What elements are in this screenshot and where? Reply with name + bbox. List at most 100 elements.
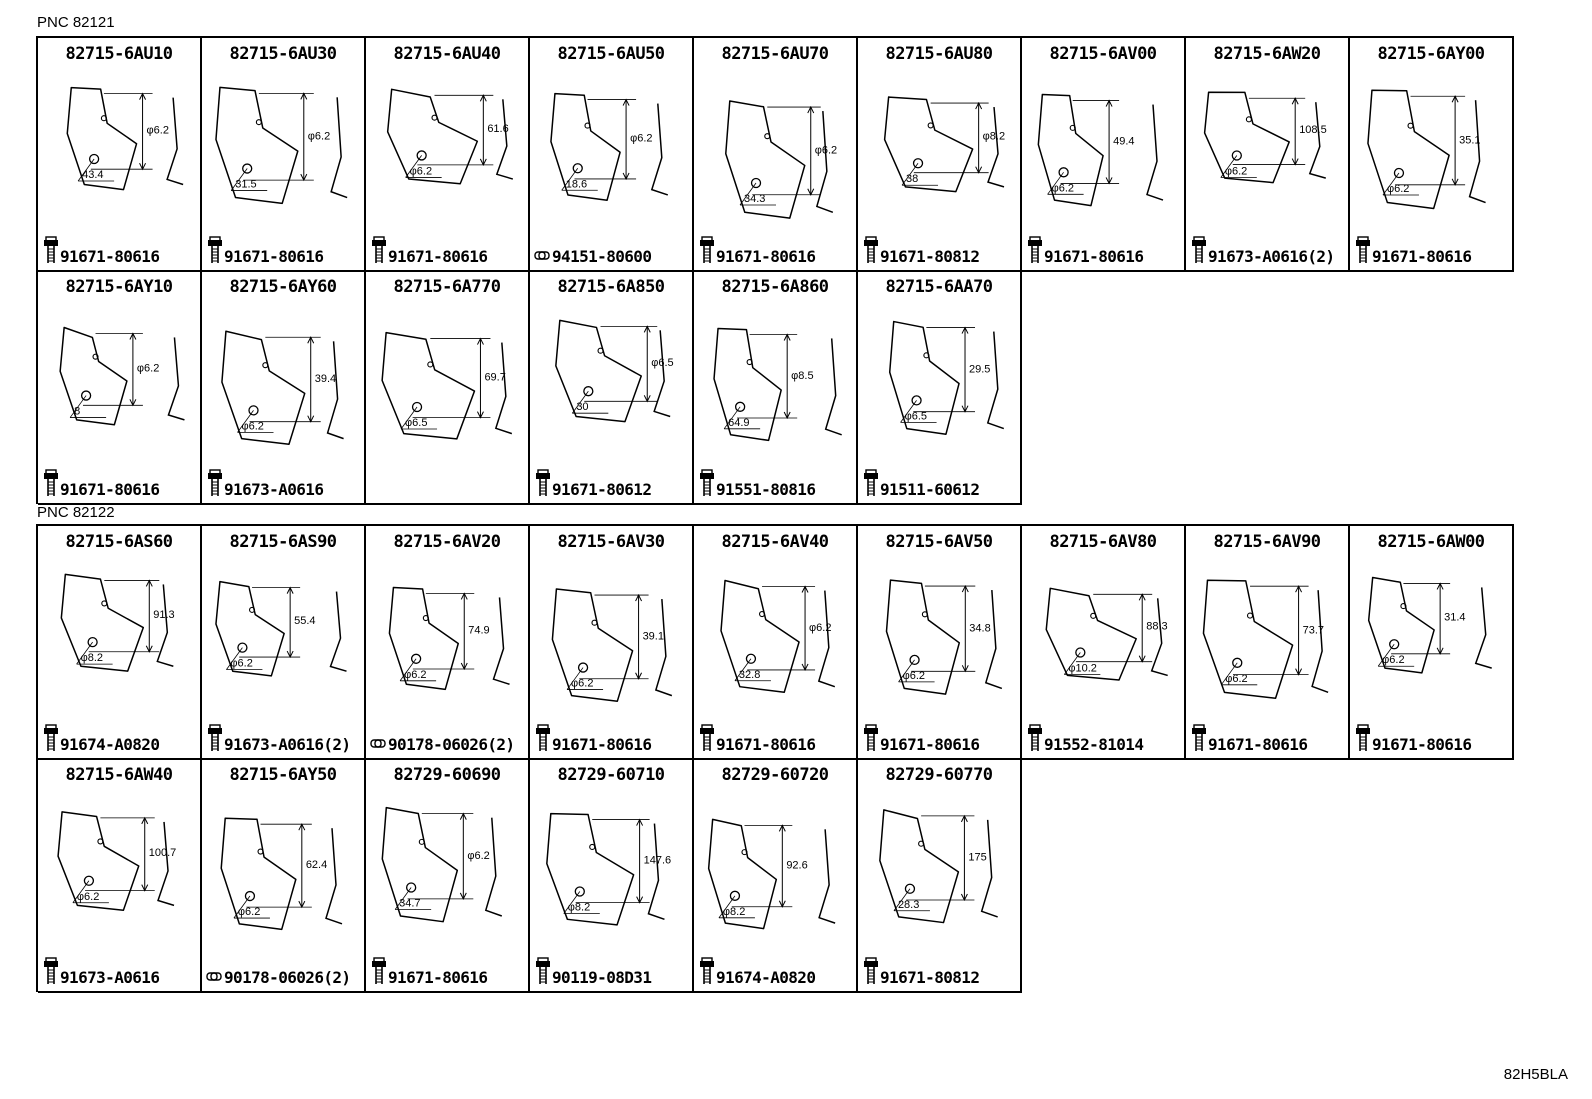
part-number[interactable]: 82715-6A860	[721, 277, 829, 297]
fastener-part-number[interactable]: 91673-A0616	[60, 968, 160, 987]
fastener-part-number[interactable]: 91551-80816	[716, 480, 816, 499]
part-number[interactable]: 82715-6AV30	[557, 532, 665, 552]
part-number[interactable]: 82715-6AS60	[65, 532, 173, 552]
dimension-label: 38	[906, 173, 918, 185]
fastener-part-number[interactable]: 91671-80616	[1044, 247, 1144, 266]
fastener-part-number[interactable]: 91671-80616	[552, 735, 652, 754]
fastener-part-number[interactable]: 91671-80616	[388, 247, 488, 266]
fastener-part-number[interactable]: 91671-80616	[880, 735, 980, 754]
bolt-icon	[1026, 724, 1050, 752]
part-number[interactable]: 82715-6AY60	[229, 277, 337, 297]
fastener-part-number[interactable]: 90178-06026(2)	[388, 735, 515, 754]
dimension-label: φ6.5	[405, 417, 427, 429]
part-number[interactable]: 82715-6AW00	[1377, 532, 1485, 552]
fastener-part-number[interactable]: 91671-80616	[1372, 735, 1472, 754]
part-number[interactable]: 82715-6AY10	[65, 277, 173, 297]
part-number[interactable]: 82729-60690	[393, 765, 501, 785]
fastener-part-number[interactable]: 94151-80600	[552, 247, 652, 266]
dimension-label: 34.3	[744, 193, 765, 205]
fastener-part-number[interactable]: 91671-80616	[1372, 247, 1472, 266]
fastener-part-number[interactable]: 91552-81014	[1044, 735, 1144, 754]
part-number[interactable]: 82715-6AY00	[1377, 44, 1485, 64]
fastener-part-number[interactable]: 91671-80616	[716, 247, 816, 266]
part-number[interactable]: 82715-6AV50	[885, 532, 993, 552]
part-number[interactable]: 82715-6AV00	[1049, 44, 1157, 64]
part-number[interactable]: 82715-6A850	[557, 277, 665, 297]
part-number[interactable]: 82715-6AV80	[1049, 532, 1157, 552]
part-number[interactable]: 82729-60710	[557, 765, 665, 785]
dimension-label: φ6.2	[238, 906, 260, 918]
fastener-callout: 91671-80612	[534, 469, 692, 499]
part-number[interactable]: 82715-6AV90	[1213, 532, 1321, 552]
part-number[interactable]: 82715-6AS90	[229, 532, 337, 552]
part-number[interactable]: 82715-6AU30	[229, 44, 337, 64]
part-number[interactable]: 82715-6AU50	[557, 44, 665, 64]
part-number[interactable]: 82715-6AW40	[65, 765, 173, 785]
part-number[interactable]: 82715-6AU70	[721, 44, 829, 64]
fastener-part-number[interactable]: 91673-A0616	[224, 480, 324, 499]
part-number[interactable]: 82715-6AU40	[393, 44, 501, 64]
part-number[interactable]: 82715-6AV40	[721, 532, 829, 552]
part-number[interactable]: 82715-6AU80	[885, 44, 993, 64]
fastener-part-number[interactable]: 91671-80616	[1208, 735, 1308, 754]
fastener-part-number[interactable]: 91671-80616	[716, 735, 816, 754]
fastener-part-number[interactable]: 91671-80616	[224, 247, 324, 266]
fastener-part-number[interactable]: 91671-80612	[552, 480, 652, 499]
fastener-part-number[interactable]: 91671-80616	[388, 968, 488, 987]
fastener-part-number[interactable]: 91511-60612	[880, 480, 980, 499]
fastener-part-number[interactable]: 91674-A0820	[60, 735, 160, 754]
part-number[interactable]: 82715-6AA70	[885, 277, 993, 297]
fastener-part-number[interactable]: 91671-80812	[880, 247, 980, 266]
part-number[interactable]: 82715-6A770	[393, 277, 501, 297]
part-number[interactable]: 82715-6AU10	[65, 44, 173, 64]
fastener-part-number[interactable]: 91673-A0616(2)	[1208, 247, 1335, 266]
part-number[interactable]: 82715-6AY50	[229, 765, 337, 785]
fastener-part-number[interactable]: 90178-06026(2)	[224, 968, 351, 987]
part-number[interactable]: 82715-6AV20	[393, 532, 501, 552]
fastener-part-number[interactable]: 91674-A0820	[716, 968, 816, 987]
fastener-callout: 91671-80616	[42, 236, 200, 266]
part-number[interactable]: 82715-6AW20	[1213, 44, 1321, 64]
fastener-part-number[interactable]: 91671-80616	[60, 480, 160, 499]
fastener-part-number[interactable]: 90119-08D31	[552, 968, 652, 987]
part-number[interactable]: 82729-60720	[721, 765, 829, 785]
fastener-part-number[interactable]: 91671-80616	[60, 247, 160, 266]
fastener-part-number[interactable]: 91673-A0616(2)	[224, 735, 351, 754]
fastener-callout: 91671-80616	[698, 236, 856, 266]
part-number[interactable]: 82729-60770	[885, 765, 993, 785]
fastener-part-number[interactable]: 91671-80812	[880, 968, 980, 987]
